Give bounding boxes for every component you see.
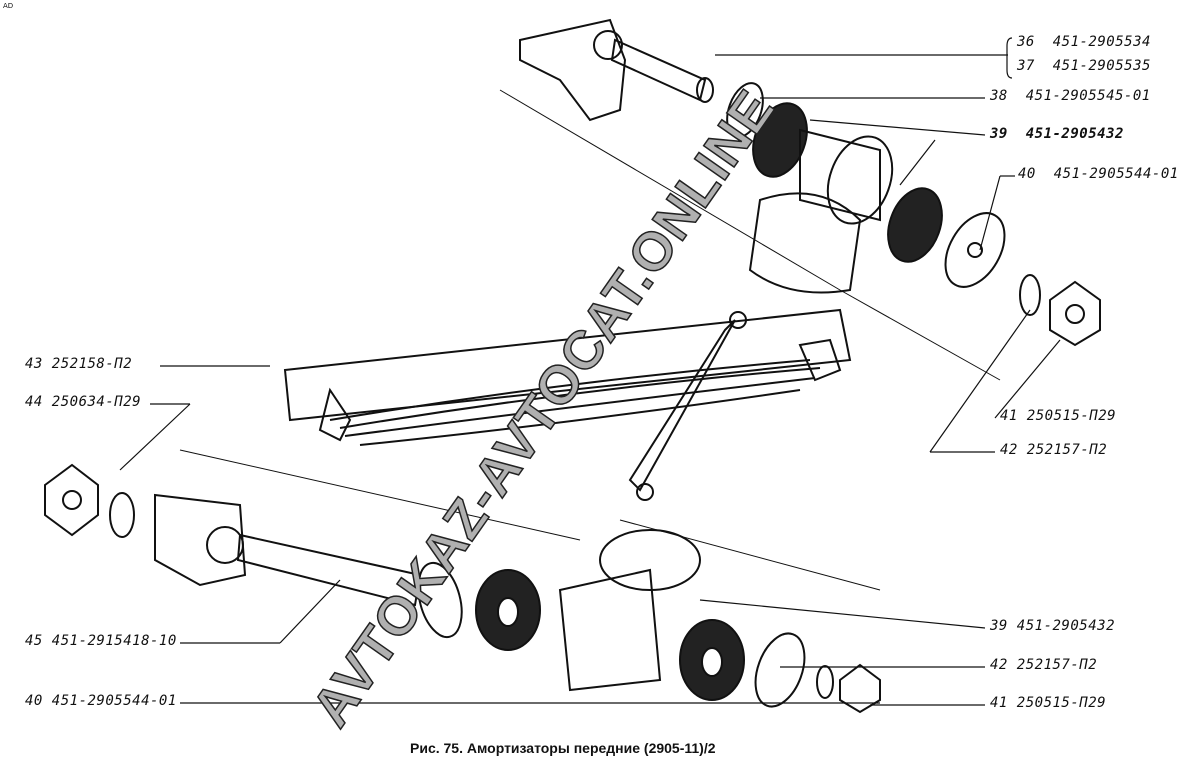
lower-nut [44, 463, 99, 537]
label-37: 37 451-2905535 [1017, 58, 1151, 74]
figure-caption: Рис. 75. Амортизаторы передние (2905-11)… [410, 740, 716, 756]
label-36: 36 451-2905534 [1017, 34, 1151, 50]
label-39-upper: 39 451-2905432 [990, 126, 1124, 142]
upper-pin [610, 38, 714, 103]
label-42-upper: 42 252157-П2 [1000, 442, 1108, 458]
label-43: 43 252158-П2 [25, 356, 133, 372]
lower-nut-41 [839, 663, 881, 714]
upper-bracket [519, 18, 627, 122]
label-42-lower: 42 252157-П2 [990, 657, 1098, 673]
upper-washer-40 [944, 212, 1006, 288]
label-44: 44 250634-П29 [25, 394, 142, 410]
label-45: 45 451-2915418-10 [25, 633, 177, 649]
upper-nut [1049, 280, 1101, 347]
lower-spring-washer-41 [816, 665, 834, 699]
label-38: 38 451-2905545-01 [990, 88, 1151, 104]
lower-pin [236, 533, 422, 607]
lower-washer-42 [754, 632, 806, 708]
upper-washer-38 [726, 82, 764, 138]
lower-bushings [475, 529, 745, 701]
leader-lines [119, 37, 1061, 706]
label-40-upper: 40 451-2905544-01 [1018, 166, 1179, 182]
label-41-lower: 41 250515-П29 [990, 695, 1107, 711]
label-39-lower: 39 451-2905432 [990, 618, 1116, 634]
frame-and-spring [283, 308, 852, 446]
label-40-lower: 40 451-2905544-01 [25, 693, 177, 709]
upper-bushings [748, 102, 943, 294]
label-41-upper: 41 250515-П29 [1000, 408, 1117, 424]
lower-spring-washer [109, 492, 135, 538]
lower-bracket [154, 493, 247, 587]
corner-mark: AD [3, 2, 14, 10]
upper-spring-washer [1019, 274, 1041, 316]
lower-washer-40 [417, 561, 463, 639]
shock-absorber [628, 311, 747, 501]
